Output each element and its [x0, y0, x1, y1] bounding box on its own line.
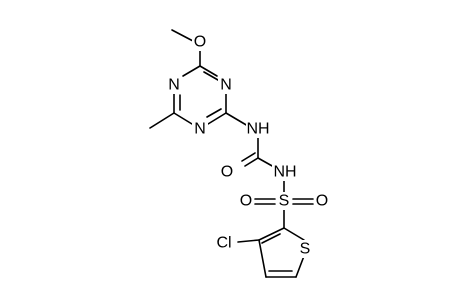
bond-c6-n5 [173, 112, 193, 125]
atom-cl: Cl [216, 235, 231, 252]
bond-c2-c3 [258, 227, 285, 241]
atom-n-ring-bottom: N [194, 121, 206, 138]
bond-s1-c5 [295, 255, 305, 278]
bond-c4-n5-double [206, 108, 222, 118]
bond-c2-n3-double [203, 71, 219, 81]
atom-nh-urea-2: NH [273, 164, 296, 181]
bond-c6-methyl [149, 112, 175, 129]
atom-o-carbonyl: O [221, 164, 233, 181]
bond-c3-cl [237, 239, 260, 243]
atom-o-sulfonyl-right: O [316, 193, 328, 210]
atom-s-sulfonyl: S [279, 193, 290, 210]
atom-o-methoxy: O [194, 34, 206, 51]
bonds [149, 29, 314, 278]
atom-s-thiophene: S [300, 241, 311, 258]
bond-carbonyl-o-double [241, 152, 256, 162]
bond-methyl-o [171, 29, 194, 42]
bond-c2-c3-double [261, 233, 281, 244]
bond-c2-n3 [199, 65, 218, 77]
atom-labels: O N N N NH O NH O S O Cl S [166, 33, 330, 258]
bond-carbonyl-nh2 [257, 157, 275, 168]
atom-n-ring-top-left: N [168, 77, 180, 94]
bond-c4-nh [225, 112, 249, 127]
bond-c4-n5 [207, 112, 227, 125]
atom-nh-urea-1: NH [246, 121, 269, 138]
atom-o-sulfonyl-left: O [240, 193, 252, 210]
bond-c2-n1 [182, 65, 201, 77]
bond-c2-s1 [283, 227, 305, 241]
bond-c4-c3 [258, 239, 267, 278]
bond-carbonyl-o [244, 157, 259, 167]
atom-n-ring-top-right: N [220, 77, 232, 94]
